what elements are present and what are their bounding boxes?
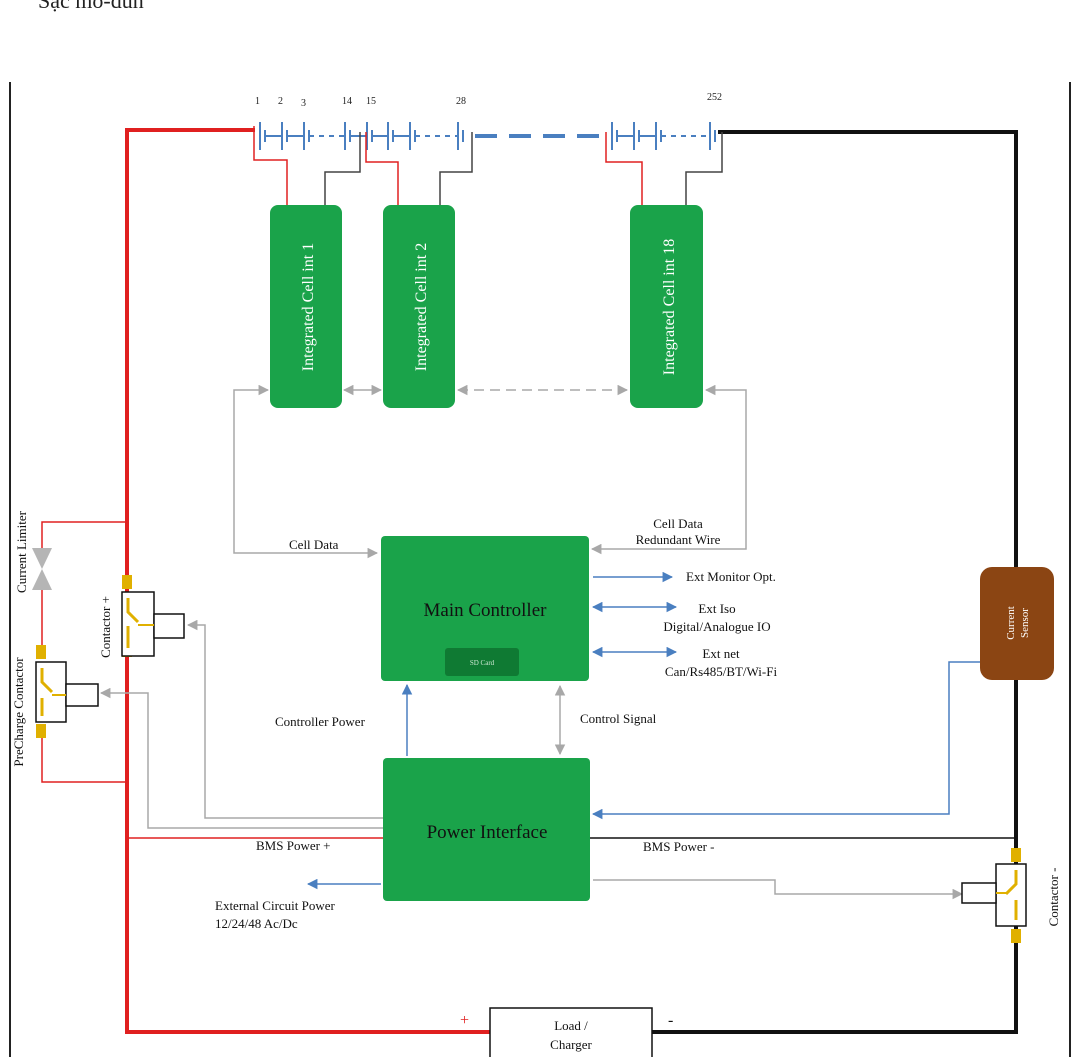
bms-power-plus-label: BMS Power + (256, 838, 331, 853)
module-18: Integrated Cell int 18 (630, 205, 703, 408)
cell-numbers: 1 2 3 14 15 28 252 (255, 92, 722, 109)
module-label: Integrated Cell int 2 (413, 243, 430, 371)
main-controller: Main Controller SD Card (381, 536, 589, 681)
page-heading: Sạc mô-đun (38, 0, 144, 13)
current-limiter (32, 548, 52, 590)
module-label: Integrated Cell int 18 (661, 239, 678, 375)
cell-number: 28 (456, 96, 466, 107)
cell-number: 1 (255, 96, 260, 107)
ext-net-label: Ext net (702, 646, 740, 661)
contactor-plus-control (186, 619, 383, 819)
contactor-minus-control (593, 879, 964, 900)
load-charger: Load / Charger (489, 1007, 653, 1057)
controller-power-label: Controller Power (275, 714, 366, 729)
cell-data-label: Cell Data (289, 537, 339, 552)
current-sensor-label: Current (1005, 606, 1017, 640)
cell-data-line (233, 384, 379, 559)
plus-sign: + (460, 1012, 469, 1029)
bms-power-minus-label: BMS Power - (643, 839, 715, 854)
cell-data-right-label: Cell Data (653, 516, 703, 531)
ext-voltage-label: 12/24/48 Ac/Dc (215, 916, 298, 931)
cell-taps (253, 126, 723, 208)
limiter-branch-top (41, 521, 127, 548)
redundant-wire-label: Redundant Wire (636, 532, 721, 547)
ext-circuit-label: External Circuit Power (215, 898, 336, 913)
redundant-wire-line (590, 384, 747, 555)
main-controller-label: Main Controller (424, 600, 548, 621)
can-bus-label: Can/Rs485/BT/Wi-Fi (665, 664, 778, 679)
current-sense-line (591, 661, 980, 820)
cell-number: 15 (366, 96, 376, 107)
cell-number: 14 (342, 96, 352, 107)
precharge-branch-bottom (41, 735, 127, 783)
cell-number: 252 (707, 92, 722, 103)
minus-sign: - (668, 1012, 673, 1029)
cell-number: 2 (278, 96, 283, 107)
cell-number: 3 (301, 98, 306, 109)
ext-monitor-label: Ext Monitor Opt. (686, 569, 776, 584)
contactor-plus-label: Contactor + (98, 596, 113, 658)
battery-string (259, 122, 716, 150)
module-1: Integrated Cell int 1 (270, 205, 342, 408)
module-label: Integrated Cell int 1 (300, 243, 317, 371)
sd-card (445, 648, 519, 676)
load-label: Charger (550, 1037, 592, 1052)
sd-card-label: SD Card (470, 659, 495, 667)
contactor-minus-label: Contactor - (1046, 868, 1061, 927)
power-interface: Power Interface (383, 758, 590, 901)
power-interface-label: Power Interface (427, 822, 548, 843)
digital-io-label: Digital/Analogue IO (663, 619, 770, 634)
current-limiter-label: Current Limiter (14, 510, 29, 593)
precharge-control (99, 687, 383, 829)
module-2: Integrated Cell int 2 (383, 205, 455, 408)
load-label: Load / (554, 1018, 588, 1033)
precharge-label: PreCharge Contactor (11, 657, 26, 767)
current-sensor: Current Sensor (980, 567, 1054, 680)
contactor-minus (961, 848, 1027, 943)
contactor-plus (121, 575, 185, 657)
ext-iso-label: Ext Iso (698, 601, 735, 616)
current-sensor-label: Sensor (1019, 608, 1031, 638)
control-signal-label: Control Signal (580, 711, 657, 726)
precharge-contactor (35, 645, 99, 738)
